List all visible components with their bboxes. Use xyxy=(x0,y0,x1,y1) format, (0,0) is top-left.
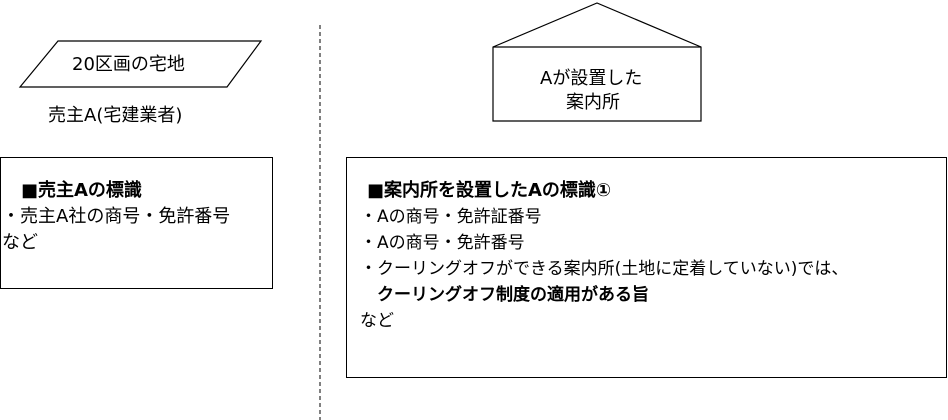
office-sign-line: ・クーリングオフができる案内所(土地に定着していない)では、 xyxy=(360,259,849,279)
seller-sign-title: ■売主Aの標識 xyxy=(21,180,142,201)
office-label-line1: Aが設置した xyxy=(540,68,643,89)
office-label-line2: 案内所 xyxy=(566,92,620,113)
office-sign-line: ・Aの商号・免許番号 xyxy=(360,233,525,253)
seller-sign-line: ・売主A社の商号・免許番号 xyxy=(2,206,231,227)
parallelogram-label: 20区画の宅地 xyxy=(72,54,185,75)
office-sign-line: ・Aの商号・免許証番号 xyxy=(360,207,542,227)
seller-label: 売主A(宅建業者) xyxy=(48,105,183,126)
office-sign-line-bold: クーリングオフ制度の適用がある旨 xyxy=(360,285,649,305)
seller-sign-line: など xyxy=(2,232,38,253)
land-parallelogram xyxy=(18,40,263,88)
office-sign-title: ■案内所を設置したAの標識① xyxy=(367,180,612,201)
office-sign-box: ■案内所を設置したAの標識① ・Aの商号・免許証番号 ・Aの商号・免許番号 ・ク… xyxy=(346,157,947,378)
office-house-shape xyxy=(492,2,702,122)
office-sign-line: など xyxy=(360,311,394,331)
seller-sign-box: ■売主Aの標識 ・売主A社の商号・免許番号 など xyxy=(0,157,273,289)
